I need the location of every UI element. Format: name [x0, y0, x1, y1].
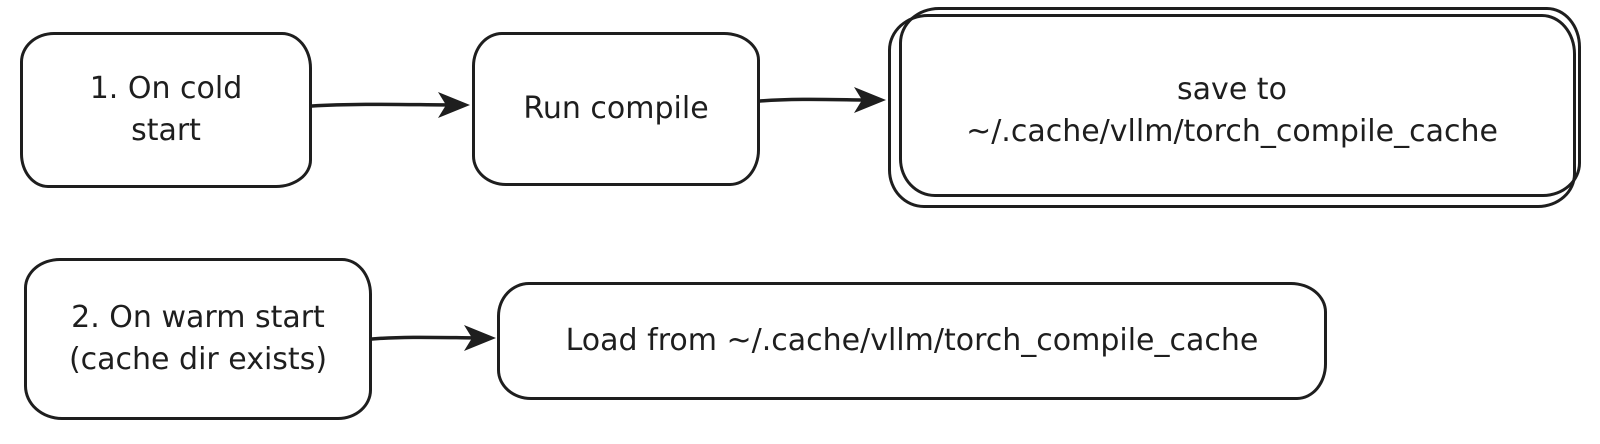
node-label: Run compile	[523, 91, 709, 126]
node-label: 2. On warm start (cache dir exists)	[68, 300, 328, 377]
node-load-cache: Load from ~/.cache/vllm/torch_compile_ca…	[497, 282, 1327, 400]
node-save-cache: save to ~/.cache/vllm/torch_compile_cach…	[888, 7, 1581, 208]
node-cold-start: 1. On cold start	[20, 32, 312, 188]
arrow-icon	[310, 92, 470, 118]
node-warm-start: 2. On warm start (cache dir exists)	[24, 258, 372, 420]
arrow-cold-to-compile	[310, 85, 474, 125]
node-label: 1. On cold start	[89, 71, 243, 148]
arrow-warm-to-load	[370, 318, 500, 358]
arrow-icon	[370, 325, 496, 351]
arrow-icon	[758, 87, 886, 113]
node-label: Load from ~/.cache/vllm/torch_compile_ca…	[565, 323, 1259, 358]
arrow-compile-to-save	[758, 80, 890, 120]
node-run-compile: Run compile	[472, 32, 760, 186]
node-label: save to ~/.cache/vllm/torch_compile_cach…	[966, 72, 1498, 149]
